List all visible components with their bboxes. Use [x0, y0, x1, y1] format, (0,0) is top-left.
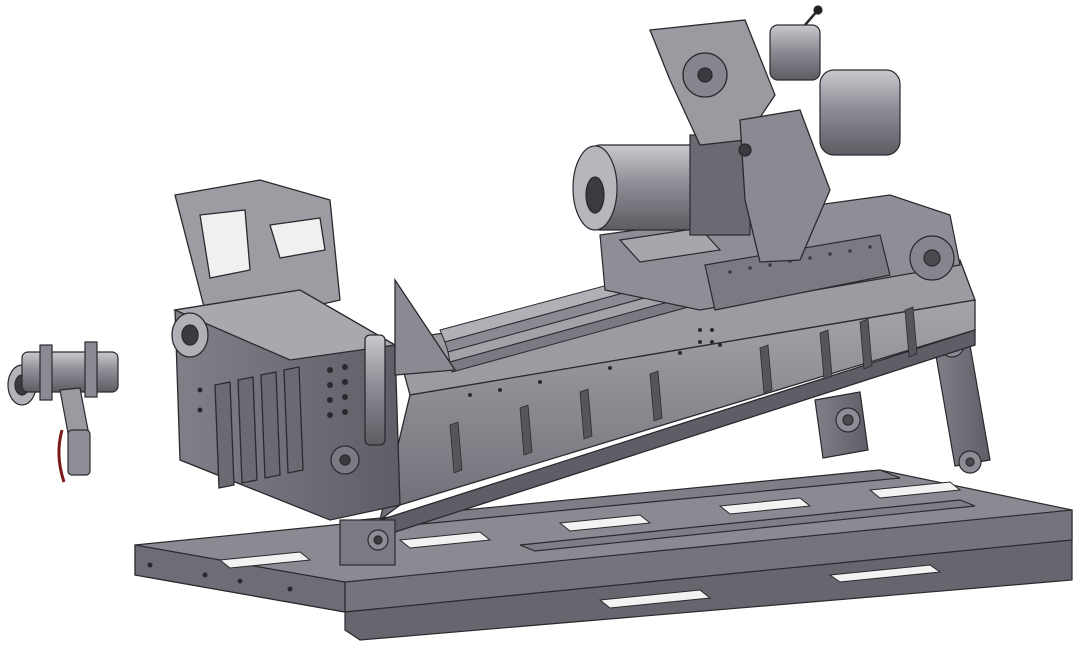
motor-front	[572, 134, 751, 236]
base-bolt-holes	[147, 562, 293, 592]
motor-rear	[769, 5, 901, 156]
pivot-bracket	[649, 19, 831, 263]
front-pivot-block	[339, 519, 396, 566]
stacked-plates	[214, 366, 304, 489]
headstock-holes	[197, 364, 348, 418]
base-frame	[134, 469, 1073, 641]
left-headstock	[171, 179, 457, 521]
main-beam	[378, 259, 976, 533]
frame-slots	[218, 481, 962, 609]
beam-bolt-holes	[468, 328, 722, 397]
valve-fitting	[7, 341, 119, 483]
beam-ribs	[449, 306, 918, 474]
